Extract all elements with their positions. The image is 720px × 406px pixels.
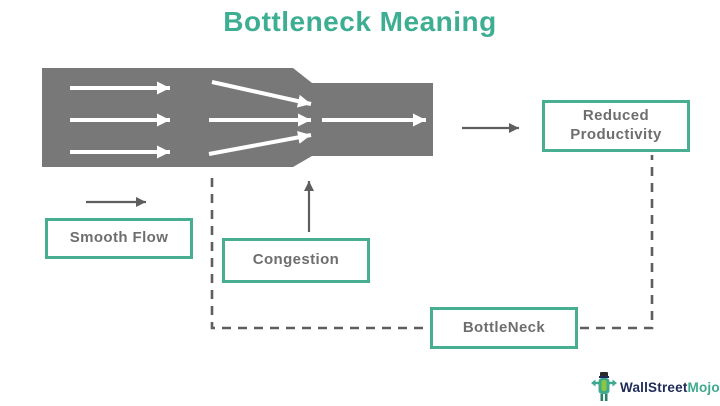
reduced-productivity-label: Reduced Productivity: [570, 107, 662, 143]
smooth-flow-label: Smooth Flow: [69, 229, 169, 247]
bottleneck-pipe-shape: [42, 68, 433, 167]
congestion-label: Congestion: [252, 251, 340, 269]
wallstreetmojo-logo: WallStreetMojo: [591, 371, 720, 403]
wallstreetmojo-wordmark: WallStreetMojo: [620, 380, 720, 395]
dashed-connector-bottleneck-to-reduced: [580, 155, 654, 330]
bull-mascot-icon: [591, 372, 617, 401]
converging-arrow-top: [211, 80, 312, 108]
logo-wallstreet-text: WallStreet: [620, 379, 688, 395]
congestion-box: Congestion: [222, 238, 370, 283]
bottleneck-label: BottleNeck: [462, 318, 546, 336]
smooth-flow-box: Smooth Flow: [45, 218, 193, 259]
converging-arrow-bottom: [208, 130, 312, 156]
flow-arrows-wide-section: [70, 81, 170, 159]
logo-mojo-text: Mojo: [687, 379, 720, 395]
diagram-title: Bottleneck Meaning: [223, 6, 497, 37]
flow-arrows-converging: [208, 80, 312, 156]
dashed-connector-pipe-to-bottleneck: [210, 178, 428, 330]
reduced-productivity-box: Reduced Productivity: [542, 100, 690, 152]
bottleneck-box: BottleNeck: [430, 307, 578, 349]
